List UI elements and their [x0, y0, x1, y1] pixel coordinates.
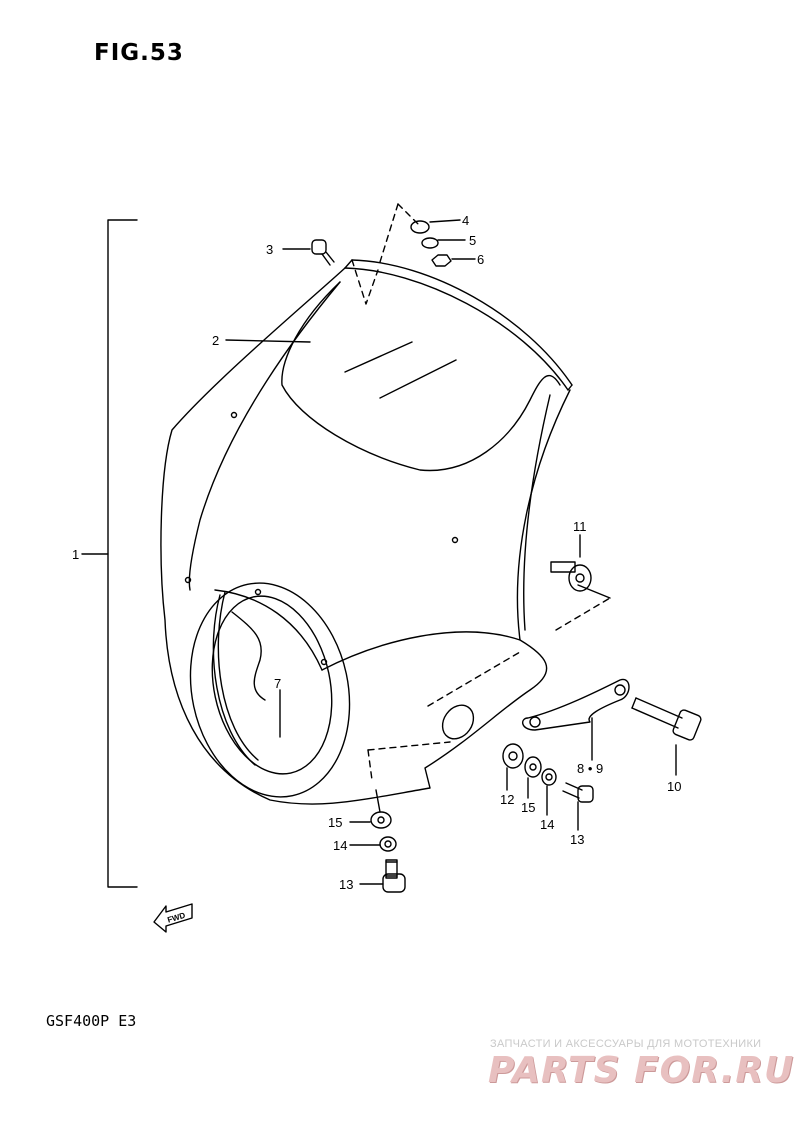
- cowl-inner-line: [188, 281, 341, 591]
- callout-13-left: 13: [339, 877, 353, 892]
- callout-1: 1: [72, 547, 79, 562]
- callout-14-right: 14: [540, 817, 554, 832]
- callout-8-9: 8 • 9: [577, 761, 603, 776]
- bolt-part-13-left: [359, 859, 406, 893]
- forward-arrow-icon: [153, 903, 193, 933]
- screw-part-3: [282, 239, 335, 266]
- callout-2: 2: [212, 333, 219, 348]
- washer-part-14-right: [541, 768, 557, 816]
- callout-6: 6: [477, 252, 484, 267]
- cowl-side-hole: [441, 704, 475, 740]
- callout-13-right: 13: [570, 832, 584, 847]
- callout-15-right: 15: [521, 800, 535, 815]
- assembly-bracket: [107, 219, 138, 888]
- washer-part-5: [421, 237, 466, 249]
- washer-part-15-right: [524, 756, 542, 799]
- bolt-part-11: [550, 534, 592, 592]
- nut-part-6: [431, 254, 476, 267]
- washer-part-15-left: [349, 789, 392, 829]
- figure-title: FIG.53: [94, 40, 184, 66]
- leader-part-2: [225, 339, 311, 343]
- callout-11: 11: [573, 519, 587, 534]
- washer-part-12: [502, 743, 524, 791]
- callout-14-left: 14: [333, 838, 347, 853]
- callout-12: 12: [500, 792, 514, 807]
- headlight-rim-inner: [211, 595, 333, 775]
- model-code: GSF400P E3: [46, 1012, 137, 1030]
- callout-3: 3: [266, 242, 273, 257]
- watermark-tagline: ЗАПЧАСТИ И АКСЕССУАРЫ ДЛЯ МОТОТЕХНИКИ: [490, 1038, 762, 1050]
- bolt-part-13-right: [562, 782, 594, 831]
- callout-7: 7: [274, 676, 281, 691]
- washer-part-14-left: [349, 836, 397, 852]
- windscreen-outline: [281, 281, 561, 472]
- callout-4: 4: [462, 213, 469, 228]
- cowl-body-outline: [160, 267, 571, 805]
- washer-part-4: [410, 219, 461, 234]
- watermark-logo: PARTS FOR.RU: [488, 1050, 795, 1091]
- cowl-top-rim: [344, 267, 569, 391]
- stay-part-8-9: [522, 678, 630, 731]
- callout-10: 10: [667, 779, 681, 794]
- headlight-rim-outer: [189, 582, 351, 798]
- bolt-part-10: [631, 697, 702, 776]
- callout-15-left: 15: [328, 815, 342, 830]
- callout-5: 5: [469, 233, 476, 248]
